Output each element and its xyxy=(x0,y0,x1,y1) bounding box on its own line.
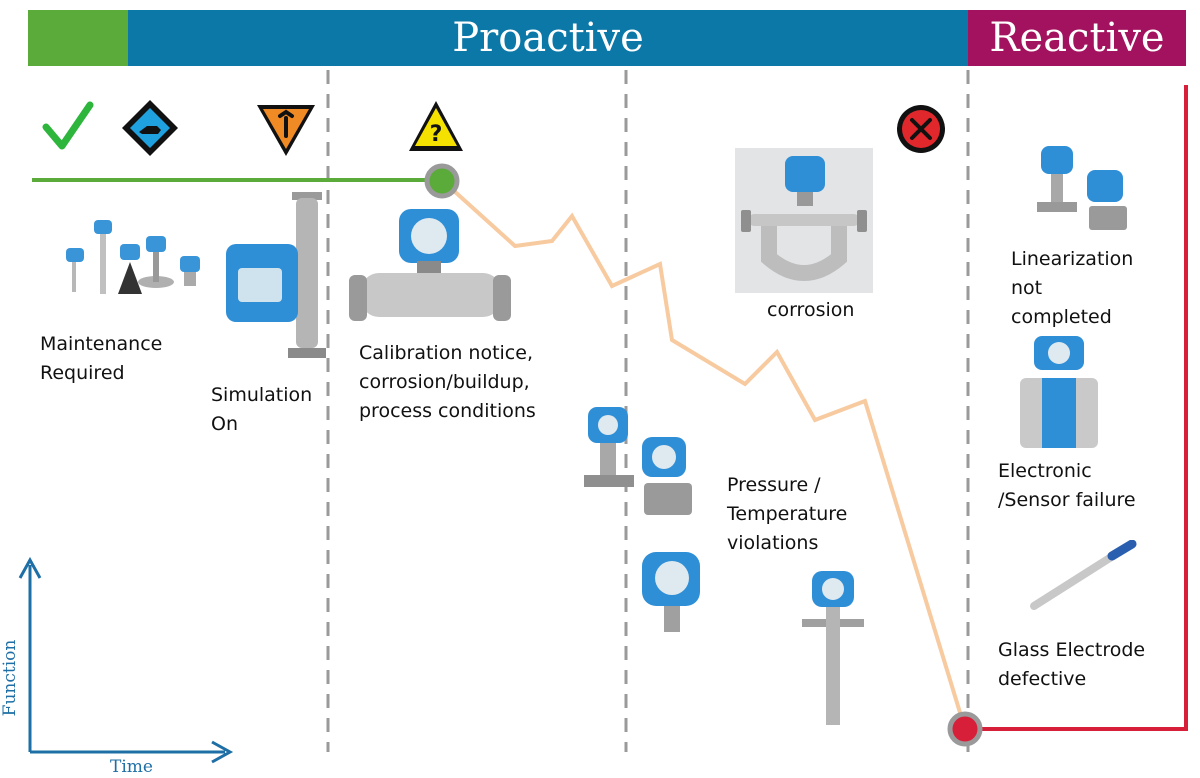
maintenance-diamond-icon xyxy=(122,100,178,156)
ok-check-icon xyxy=(42,101,94,150)
glass-electrode-label: Glass Electrode defective xyxy=(998,639,1146,690)
status-bar-ok xyxy=(28,10,128,66)
function-check-icon xyxy=(257,105,315,156)
coriolis-flowmeter-image xyxy=(226,192,326,358)
pressure-transmitters-image xyxy=(584,407,692,515)
svg-text:?: ? xyxy=(430,122,443,147)
out-of-spec-icon: ? xyxy=(409,101,463,151)
start-marker xyxy=(424,163,460,199)
calibration-notice-label: Calibration notice, corrosion/buildup, p… xyxy=(359,342,536,422)
proactive-header: Proactive xyxy=(128,10,968,66)
maintenance-required-label: Maintenance Required xyxy=(40,333,163,384)
radar-level-devices-image xyxy=(66,220,200,294)
reactive-header: Reactive xyxy=(968,10,1186,66)
x-axis-label: Time xyxy=(110,757,153,777)
failure-icon xyxy=(897,105,945,153)
electromagnetic-flowmeter-image xyxy=(1020,336,1098,448)
failure-line xyxy=(968,85,1188,731)
linearization-label: Linearization not completed xyxy=(1011,248,1134,328)
promass-flowmeter-image xyxy=(349,209,511,321)
failure-marker xyxy=(947,711,983,747)
function-decline-line xyxy=(441,179,967,730)
corrosion-flowmeter-image xyxy=(735,148,873,293)
function-time-axes xyxy=(18,556,234,764)
y-axis-label: Function xyxy=(0,639,20,717)
linearization-transmitters-image xyxy=(1037,146,1127,230)
glass-electrode-image xyxy=(1030,540,1137,610)
pressure-transmitter-image xyxy=(642,552,700,632)
corrosion-label: corrosion xyxy=(767,299,855,321)
temperature-probe-image xyxy=(802,571,864,725)
simulation-on-label: Simulation On xyxy=(211,384,313,435)
electronic-failure-label: Electronic /Sensor failure xyxy=(998,460,1136,511)
pressure-temperature-label: Pressure / Temperature violations xyxy=(727,474,848,554)
